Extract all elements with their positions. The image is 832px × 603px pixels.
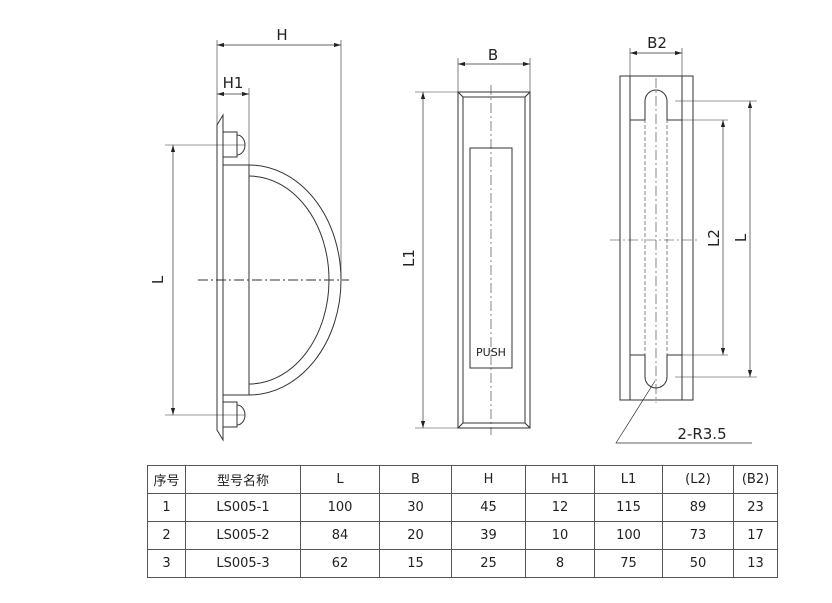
cell: 2 xyxy=(147,521,186,550)
cell: LS005-1 xyxy=(185,493,301,522)
cell: 115 xyxy=(594,493,663,522)
header-cell: (B2) xyxy=(733,465,778,494)
dim-h1-label: H1 xyxy=(223,74,244,92)
cell: 25 xyxy=(451,549,526,578)
cell: 30 xyxy=(379,493,452,522)
cell: 89 xyxy=(662,493,734,522)
cell: 8 xyxy=(525,549,595,578)
header-cell: 序号 xyxy=(147,465,186,494)
cell: 23 xyxy=(733,493,778,522)
cell: LS005-3 xyxy=(185,549,301,578)
cell: 45 xyxy=(451,493,526,522)
header-cell: 型号名称 xyxy=(185,465,301,494)
table-header-row: 序号 型号名称 L B H H1 L1 (L2) (B2) xyxy=(147,465,778,494)
cell: 50 xyxy=(662,549,734,578)
cell: 73 xyxy=(662,521,734,550)
dim-l-side-label: L xyxy=(149,275,167,284)
back-view xyxy=(610,48,757,444)
dim-b2-label: B2 xyxy=(647,34,667,52)
dim-l1-label: L1 xyxy=(400,249,418,267)
cell: 84 xyxy=(300,521,380,550)
cell: 3 xyxy=(147,549,186,578)
cell: 13 xyxy=(733,549,778,578)
dim-l2-label: L2 xyxy=(705,229,723,247)
dim-l-back-label: L xyxy=(732,233,750,242)
header-cell: L xyxy=(300,465,380,494)
cell: LS005-2 xyxy=(185,521,301,550)
cell: 20 xyxy=(379,521,452,550)
dim-h-label: H xyxy=(276,26,287,44)
cell: 62 xyxy=(300,549,380,578)
side-view xyxy=(165,40,349,442)
cell: 1 xyxy=(147,493,186,522)
header-cell: (L2) xyxy=(662,465,734,494)
header-cell: B xyxy=(379,465,452,494)
cell: 39 xyxy=(451,521,526,550)
cell: 15 xyxy=(379,549,452,578)
cell: 12 xyxy=(525,493,595,522)
cell: 100 xyxy=(594,521,663,550)
dim-b-label: B xyxy=(488,46,498,64)
header-cell: L1 xyxy=(594,465,663,494)
cell: 17 xyxy=(733,521,778,550)
radius-label: 2-R3.5 xyxy=(677,425,726,443)
cell: 75 xyxy=(594,549,663,578)
cell: 10 xyxy=(525,521,595,550)
push-text: PUSH xyxy=(476,346,506,359)
header-cell: H1 xyxy=(525,465,595,494)
front-view xyxy=(415,58,531,435)
header-cell: H xyxy=(451,465,526,494)
cell: 100 xyxy=(300,493,380,522)
